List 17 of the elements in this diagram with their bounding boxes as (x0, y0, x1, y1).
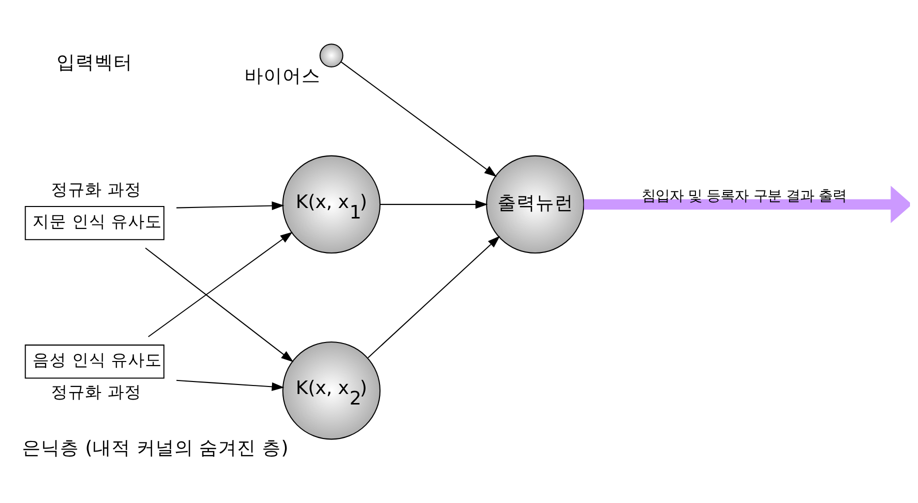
node-label: 정규화 과정 (51, 179, 142, 198)
arrow (368, 235, 500, 358)
arrow (145, 247, 294, 362)
node-circle (320, 43, 344, 67)
edge-label: 침입자 및 등록자 구분 결과 출력 (642, 188, 847, 204)
node-label: 은닉층 (내적 커널의 숨겨진 층) (22, 438, 288, 459)
node-box: 음성 인식 유사도 (24, 344, 164, 378)
arrow (176, 379, 284, 391)
arrow (176, 200, 284, 210)
label: 입력벡터 (56, 52, 133, 73)
node-box: 지문 인식 유사도 (24, 205, 164, 240)
node-label: 바이어스 (244, 65, 321, 86)
arrow (340, 61, 497, 176)
node-label: 정규화 과정 (51, 382, 142, 402)
arrow (380, 200, 488, 208)
arrow (584, 185, 910, 223)
arrow (148, 231, 293, 337)
